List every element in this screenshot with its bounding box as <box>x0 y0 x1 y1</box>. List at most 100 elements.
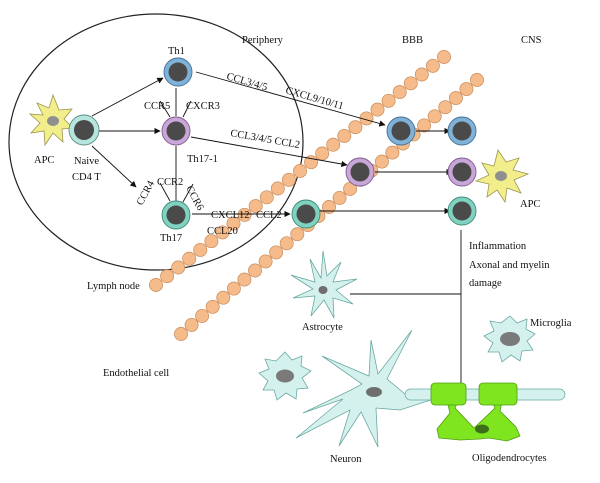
label-ccl345-a: CCL3/4/5 <box>225 71 268 93</box>
endothelial-bead-1-22 <box>193 242 208 257</box>
myelin-sheath-2 <box>478 382 518 406</box>
endothelial-bead-1-1 <box>425 58 440 73</box>
endothelial-bead-2-24 <box>216 290 231 305</box>
endothelial-bead-1-4 <box>392 85 407 100</box>
label-endothelial-cell: Endothelial cell <box>103 368 169 379</box>
myelin-sheath-1 <box>430 382 467 406</box>
th17-cell-cns <box>447 196 477 226</box>
endothelial-bead-2-5 <box>417 118 432 133</box>
label-ccl345-b: CCL3/4/5 CCL2 <box>229 128 300 151</box>
endothelial-bead-1-11 <box>315 146 330 161</box>
label-cd4t: CD4 T <box>72 172 101 183</box>
th1-cell-bbb <box>386 116 416 146</box>
label-ccr2: CCR2 <box>157 177 183 188</box>
th1-cell-cns <box>447 116 477 146</box>
label-periphery: Periphery <box>242 35 284 46</box>
endothelial-barrier <box>149 50 484 341</box>
th17-1-cell-cns <box>447 157 477 187</box>
label-microglia: Microglia <box>530 318 572 329</box>
label-oligodendrocytes: Oligodendrocytes <box>472 453 547 464</box>
endothelial-bead-2-2 <box>448 91 463 106</box>
endothelial-bead-2-13 <box>332 190 347 205</box>
label-cxcl12: CXCL12 <box>211 210 250 221</box>
label-axonal: Axonal and myelin <box>469 260 550 271</box>
th17-1-cell-bbb <box>345 157 375 187</box>
endothelial-bead-2-26 <box>195 308 210 323</box>
label-ccr4: CCR4 <box>135 178 157 207</box>
label-apc-left: APC <box>34 155 54 166</box>
arrow-naive-th1 <box>91 77 164 117</box>
endothelial-bead-1-2 <box>414 67 429 82</box>
endothelial-bead-1-20 <box>215 225 230 240</box>
astrocyte-cell <box>290 250 358 319</box>
endothelial-bead-1-3 <box>403 76 418 91</box>
arrow-th1-bbb <box>195 71 386 127</box>
label-cns: CNS <box>521 35 542 46</box>
endothelial-bead-1-14 <box>281 172 296 187</box>
endothelial-bead-1-9 <box>337 128 352 143</box>
endothelial-bead-2-25 <box>205 299 220 314</box>
endothelial-bead-1-6 <box>370 102 385 117</box>
arrow-th17-1-bbb <box>190 136 348 168</box>
arrow-naive-th17 <box>91 145 137 188</box>
endothelial-bead-1-26 <box>149 278 163 292</box>
endothelial-bead-2-20 <box>258 254 273 269</box>
endothelial-bead-2-4 <box>427 109 442 124</box>
apc-left-nucleus <box>47 116 59 126</box>
label-damage: damage <box>469 278 502 289</box>
naive-cd4t-cell <box>68 114 100 146</box>
microglia-cell <box>483 315 536 363</box>
endothelial-bead-1-19 <box>226 216 241 231</box>
label-inflammation: Inflammation <box>469 241 527 252</box>
label-ccl2: CCL2 <box>256 210 282 221</box>
oligodendrocyte <box>430 382 521 442</box>
th17-1-cell <box>161 116 191 146</box>
endothelial-bead-1-13 <box>293 164 307 178</box>
th17-cell-bbb <box>291 199 321 229</box>
label-ccl20: CCL20 <box>207 226 238 237</box>
label-astrocyte: Astrocyte <box>302 322 343 333</box>
endothelial-bead-2-0 <box>470 73 484 87</box>
arrows <box>91 71 465 393</box>
label-neuron: Neuron <box>330 454 362 465</box>
th1-cell <box>163 57 193 87</box>
endothelial-bead-1-5 <box>381 93 396 108</box>
endothelial-bead-2-17 <box>290 227 305 242</box>
endothelial-bead-2-14 <box>322 200 336 214</box>
endothelial-bead-2-3 <box>438 100 453 115</box>
lymph-node-boundary <box>8 13 304 271</box>
endothelial-bead-1-17 <box>248 199 263 214</box>
endothelial-bead-2-23 <box>226 281 241 296</box>
endothelial-bead-1-8 <box>348 120 363 135</box>
label-ccr5: CCR5 <box>144 101 170 112</box>
apc-right-nucleus <box>495 171 507 181</box>
endothelial-bead-1-16 <box>259 190 274 205</box>
label-apc-right: APC <box>520 199 540 210</box>
label-cxcr3: CXCR3 <box>186 101 220 112</box>
label-th17-1: Th17-1 <box>187 154 218 165</box>
endothelial-bead-2-22 <box>237 272 252 287</box>
label-th17: Th17 <box>160 233 182 244</box>
endothelial-bead-2-27 <box>184 317 199 332</box>
endothelial-bead-2-1 <box>459 82 474 97</box>
neuron-cell <box>295 329 441 448</box>
endothelial-bead-1-15 <box>270 181 285 196</box>
endothelial-bead-1-10 <box>326 137 341 152</box>
label-lymph-node: Lymph node <box>87 281 140 292</box>
endothelial-bead-2-9 <box>374 154 389 169</box>
label-naive: Naive <box>74 156 99 167</box>
endothelial-bead-1-21 <box>204 234 219 249</box>
endothelial-bead-2-21 <box>248 263 262 278</box>
endothelial-bead-2-8 <box>385 145 400 160</box>
endothelial-bead-2-18 <box>279 236 294 251</box>
th17-cell <box>161 200 191 230</box>
endothelial-bead-1-25 <box>160 269 175 284</box>
endothelial-bead-1-0 <box>437 50 451 64</box>
endothelial-bead-2-19 <box>269 245 284 260</box>
endothelial-bead-1-24 <box>171 260 186 275</box>
receptor-lines <box>159 88 194 203</box>
endothelial-bead-2-28 <box>174 327 188 341</box>
endothelial-bead-1-18 <box>237 207 252 222</box>
